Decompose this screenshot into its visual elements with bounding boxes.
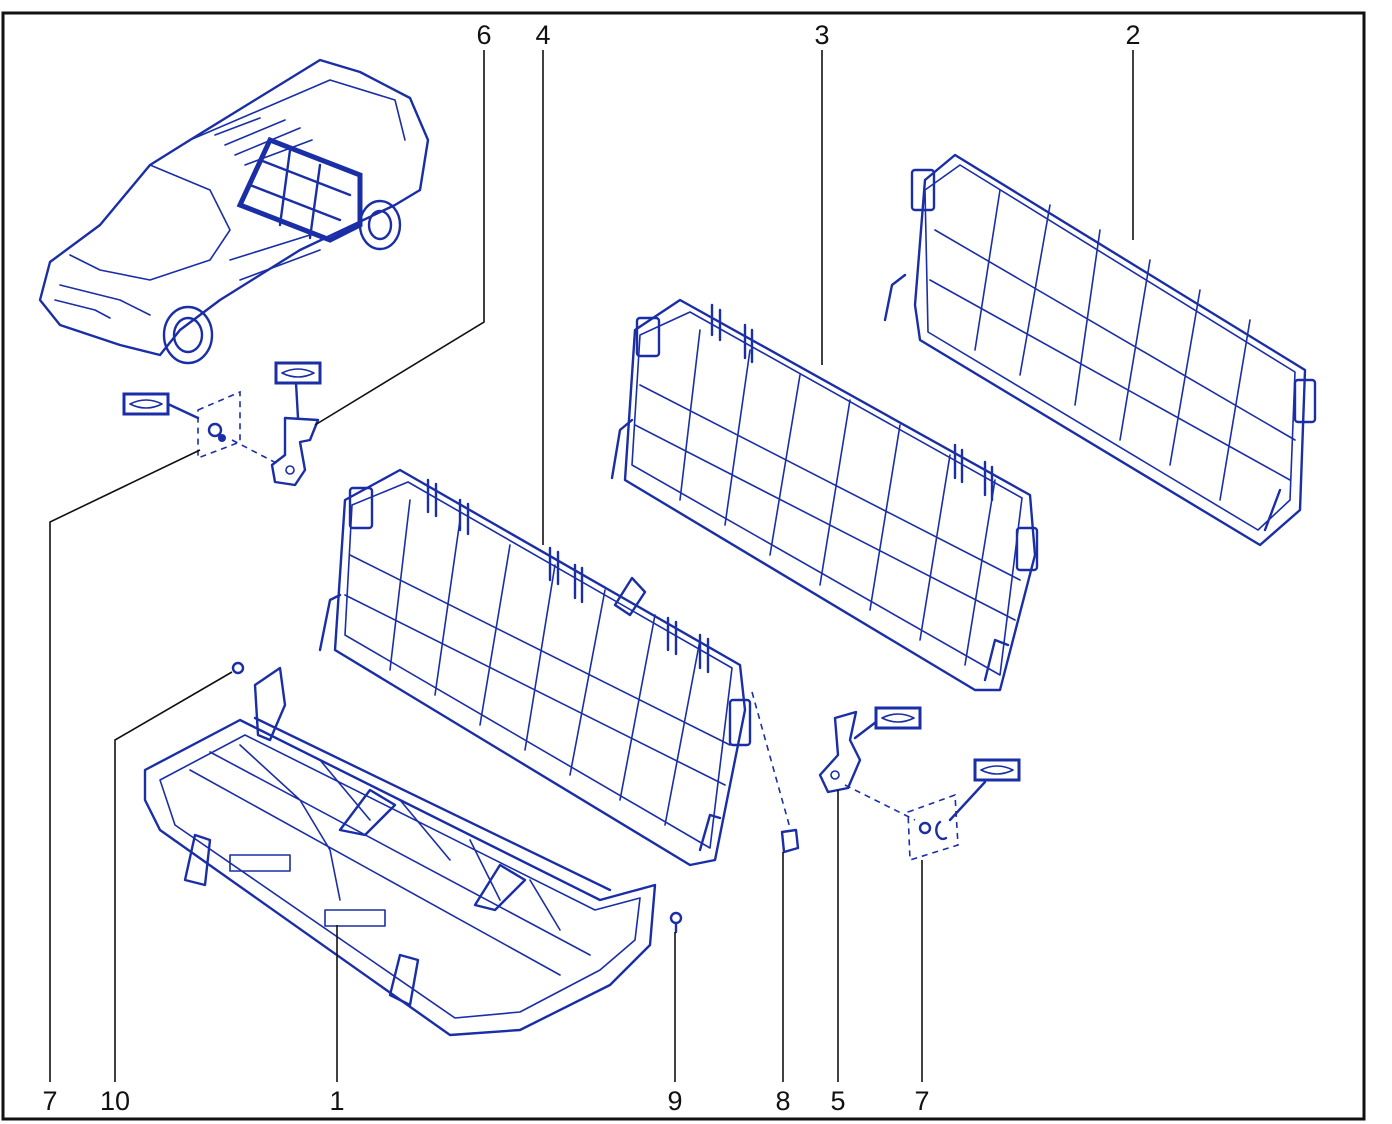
part-10-screw <box>231 661 245 675</box>
callout-labels: 6 4 3 2 7 10 1 9 8 5 7 <box>42 20 1140 1116</box>
callout-6: 6 <box>476 20 491 50</box>
reference-tags <box>122 361 1021 822</box>
callout-4: 4 <box>535 20 550 50</box>
callout-1: 1 <box>329 1086 344 1116</box>
callout-7-right: 7 <box>914 1086 929 1116</box>
diagram-border <box>1 11 1366 1121</box>
leader-lines <box>49 50 1134 1082</box>
callout-9: 9 <box>667 1086 682 1116</box>
part-6-hinge-bracket <box>270 416 320 487</box>
callout-7-left: 7 <box>42 1086 57 1116</box>
car-seat-highlight <box>236 136 363 243</box>
callout-10: 10 <box>100 1086 130 1116</box>
part-1-seat-frame <box>143 666 657 1037</box>
callout-5: 5 <box>830 1086 845 1116</box>
part-3-backrest-frame <box>610 298 1039 692</box>
car-overview-illustration <box>38 58 430 365</box>
part-5-hinge-bracket <box>818 710 916 821</box>
part-7-fastener-lower <box>907 793 959 862</box>
part-8-clip <box>751 691 800 854</box>
callout-2: 2 <box>1125 20 1140 50</box>
callout-8: 8 <box>775 1086 790 1116</box>
part-2-backrest-frame <box>883 153 1317 547</box>
part-4-backrest-frame <box>318 468 752 867</box>
part-7-fastener-upper <box>197 390 281 466</box>
part-9-screw <box>669 911 683 934</box>
callout-3: 3 <box>814 20 829 50</box>
